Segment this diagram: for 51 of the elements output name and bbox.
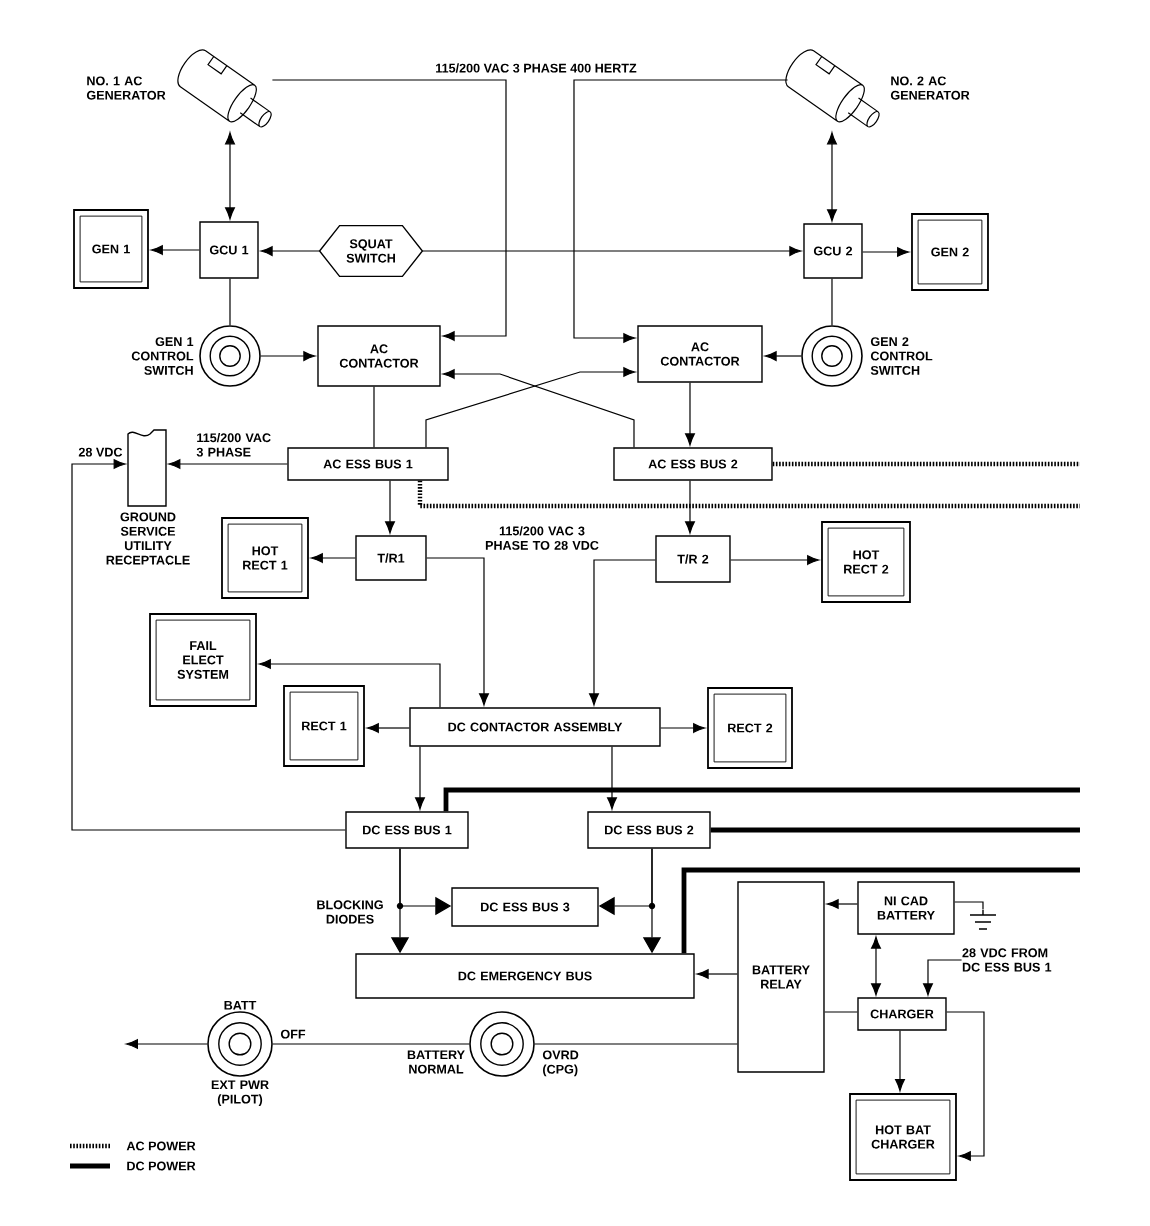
- arrow: [923, 959, 963, 996]
- arrow: [150, 245, 200, 255]
- arrow: [607, 746, 617, 810]
- arrow: [260, 246, 321, 256]
- arrow: [168, 459, 288, 469]
- power-line: [417, 480, 1080, 509]
- arrow: [696, 969, 738, 979]
- connector-line: [373, 386, 375, 448]
- arrow: [366, 723, 410, 733]
- arrow: [946, 1011, 985, 1161]
- power-line: [710, 827, 1080, 833]
- ground-symbol: [969, 909, 997, 930]
- generator-drawing: [177, 49, 272, 128]
- arrow: [225, 132, 235, 220]
- arrow: [426, 557, 489, 706]
- arrow: [730, 555, 820, 565]
- arrow: [589, 559, 656, 706]
- arrow: [660, 723, 706, 733]
- connector-line: [824, 1011, 858, 1013]
- arrow: [271, 79, 507, 341]
- rotary-switch: [207, 1011, 273, 1077]
- arrow: [421, 246, 802, 256]
- arrow: [764, 351, 802, 361]
- connector-line: [954, 901, 984, 911]
- connector-line: [229, 278, 231, 326]
- arrow: [685, 480, 695, 534]
- connector-line: [272, 1043, 470, 1045]
- power-line: [681, 867, 1080, 954]
- connector-line: [831, 278, 833, 326]
- arrow: [573, 79, 789, 343]
- arrow: [827, 132, 837, 222]
- arrow: [310, 553, 356, 563]
- connector-line: [534, 1043, 738, 1045]
- power-line: [443, 787, 1080, 812]
- generator-drawing: [785, 49, 880, 128]
- rotary-switch: [801, 325, 863, 387]
- arrow: [862, 247, 910, 257]
- arrow: [895, 1030, 905, 1092]
- arrow: [685, 382, 695, 446]
- arrow: [826, 899, 858, 909]
- arrow: [258, 659, 441, 708]
- arrow: [125, 1039, 208, 1049]
- power-line: [772, 461, 1080, 467]
- receptacle-drawing: [127, 429, 167, 507]
- rotary-switch: [199, 325, 261, 387]
- arrow: [415, 746, 425, 810]
- arrow: [871, 936, 881, 996]
- rotary-switch: [469, 1011, 535, 1077]
- arrow: [71, 459, 346, 831]
- arrow: [385, 480, 395, 534]
- arrow: [260, 351, 316, 361]
